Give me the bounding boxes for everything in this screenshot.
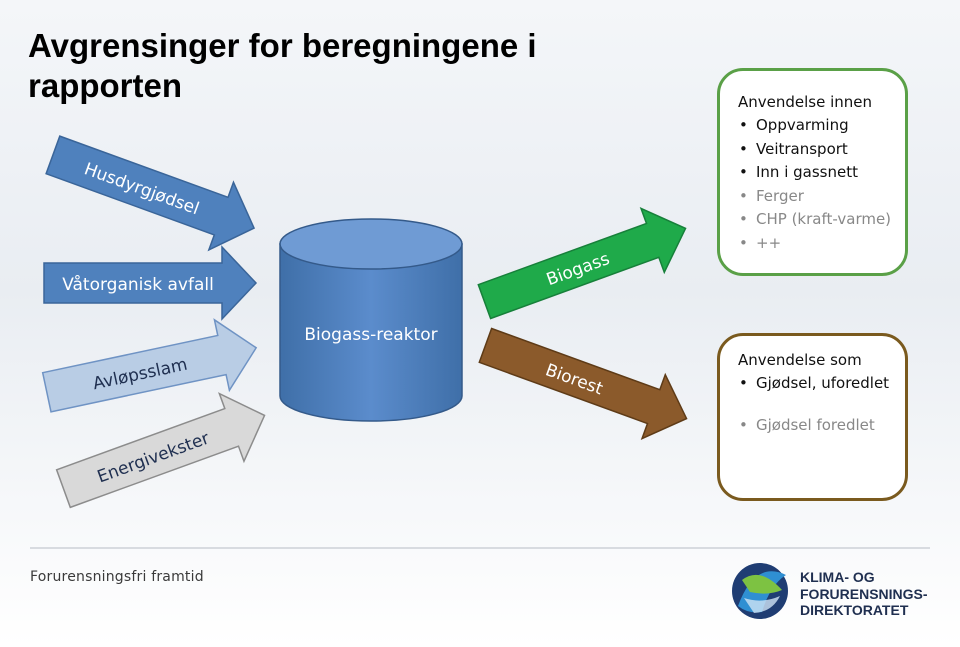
arrow-biorest: Biorest [478,327,688,440]
biogass-usage-heading: Anvendelse innen [738,93,873,111]
list-item: Gjødsel, uforedlet [738,372,906,396]
list-item: Inn i gassnett [738,161,905,185]
logo-wordmark: KLIMA- OG FORURENSNINGS- DIREKTORATET [800,569,928,619]
arrow-energivekster: Energivekster [55,392,266,509]
footer-divider [30,547,930,549]
biogass-reaktor-cylinder: Biogass-reaktor [279,218,463,422]
logo-line: DIREKTORATET [800,602,909,618]
list-item: CHP (kraft-varme) [738,208,905,232]
arrow-husdyrgjodsel: Husdyrgjødsel [45,135,256,252]
arrow-label-vatorganisk-avfall: Våtorganisk avfall [62,274,214,295]
biorest-usage-heading: Anvendelse som [738,351,862,369]
biogass-usage-box: Anvendelse innen Oppvarming Veitransport… [717,68,908,276]
reactor-label: Biogass-reaktor [304,325,437,345]
list-item: Veitransport [738,138,905,162]
arrow-biogass: Biogass [477,207,687,320]
footer-slogan: Forurensningsfri framtid [30,569,204,585]
list-item: Oppvarming [738,114,905,138]
page-title: Avgrensinger for beregningene i rapporte… [28,27,537,104]
arrow-vatorganisk-avfall: Våtorganisk avfall [43,245,258,321]
biorest-usage-list: Gjødsel, uforedlet Gjødsel foredlet [738,372,905,437]
list-item: Gjødsel foredlet [738,414,905,438]
logo-line: KLIMA- OG [800,569,875,585]
list-item: ++ [738,232,905,256]
logo-line: FORURENSNINGS- [800,585,928,602]
list-item: Ferger [738,185,905,209]
kfd-logo-icon [732,563,788,619]
biogass-usage-list: Oppvarming Veitransport Inn i gassnett F… [738,114,905,255]
biorest-usage-box: Anvendelse som Gjødsel, uforedlet Gjødse… [717,333,908,501]
